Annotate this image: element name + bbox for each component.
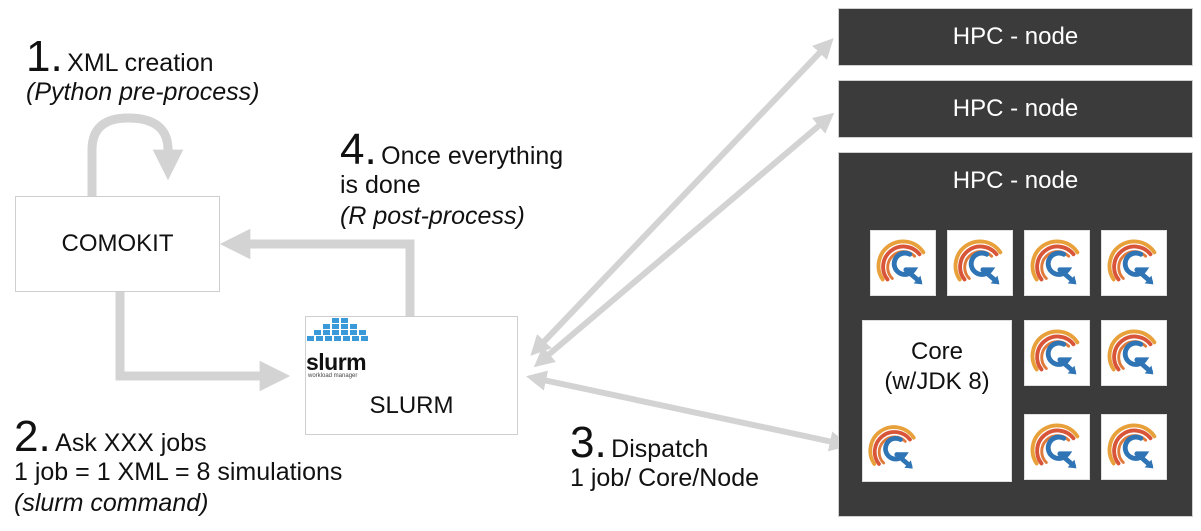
step-3-number: 3. bbox=[570, 418, 607, 467]
step-4: 4. Once everything is done (R post-proce… bbox=[340, 125, 563, 231]
slurm-to-comokit-arrow bbox=[219, 228, 415, 316]
core-box: Core (w/JDK 8) bbox=[862, 320, 1012, 482]
gama-logo-icon bbox=[870, 230, 936, 296]
hpc-node-3-label: HPC - node bbox=[952, 167, 1079, 194]
step-2-line2: 1 job = 1 XML = 8 simulations bbox=[14, 458, 343, 486]
slurm-logo-sub: workload manager bbox=[308, 373, 358, 379]
step-2: 2. Ask XXX jobs 1 job = 1 XML = 8 simula… bbox=[14, 412, 342, 518]
gama-logo-icon bbox=[1101, 414, 1167, 480]
slurm-logo-text: slurm bbox=[306, 349, 367, 375]
step-2-sub: (slurm command) bbox=[14, 489, 209, 517]
slurm-core-arrow bbox=[526, 370, 850, 452]
step-1-sub: (Python pre-process) bbox=[26, 78, 260, 106]
gama-logo-icon bbox=[947, 230, 1013, 296]
slurm-label: SLURM bbox=[369, 392, 454, 419]
gama-logo-icon bbox=[1024, 320, 1090, 386]
slurm-logo: slurm workload manager bbox=[304, 316, 376, 379]
step-2-number: 2. bbox=[14, 412, 51, 461]
gama-logo-icon bbox=[1101, 320, 1167, 386]
step-4-line2: is done bbox=[340, 171, 421, 199]
slurm-node1-arrow bbox=[530, 38, 834, 356]
gama-logo-icon bbox=[1024, 230, 1090, 296]
step-1-title: XML creation bbox=[67, 49, 214, 77]
slurm-logo-bars-icon bbox=[307, 318, 368, 341]
gama-logo-icon bbox=[1024, 414, 1090, 480]
step-2-title: Ask XXX jobs bbox=[55, 429, 207, 457]
core-label-line2: (w/JDK 8) bbox=[884, 368, 990, 395]
step-1: 1. XML creation (Python pre-process) bbox=[26, 32, 259, 107]
slurm-node2-arrow bbox=[533, 112, 835, 368]
loop-arrow bbox=[87, 113, 184, 196]
slurm-box: SLURM bbox=[305, 316, 518, 435]
gama-logo-icon bbox=[1101, 230, 1167, 296]
comokit-to-slurm-arrow bbox=[115, 292, 291, 392]
hpc-node-2-label: HPC - node bbox=[952, 95, 1079, 122]
step-4-number: 4. bbox=[340, 125, 377, 174]
core-label-line1: Core bbox=[910, 338, 964, 365]
gama-logo-icon bbox=[863, 417, 925, 479]
comokit-label: COMOKIT bbox=[61, 230, 174, 257]
step-3-line2: 1 job/ Core/Node bbox=[570, 464, 760, 492]
step-3-title: Dispatch bbox=[611, 435, 709, 463]
step-3: 3. Dispatch 1 job/ Core/Node bbox=[570, 418, 759, 493]
step-4-title: Once everything bbox=[381, 142, 564, 170]
step-4-sub: (R post-process) bbox=[340, 202, 525, 230]
hpc-node-1-label: HPC - node bbox=[952, 23, 1079, 50]
step-1-number: 1. bbox=[26, 32, 63, 81]
hpc-node-1: HPC - node bbox=[838, 8, 1193, 66]
hpc-node-2: HPC - node bbox=[838, 80, 1193, 138]
comokit-box: COMOKIT bbox=[15, 196, 220, 292]
